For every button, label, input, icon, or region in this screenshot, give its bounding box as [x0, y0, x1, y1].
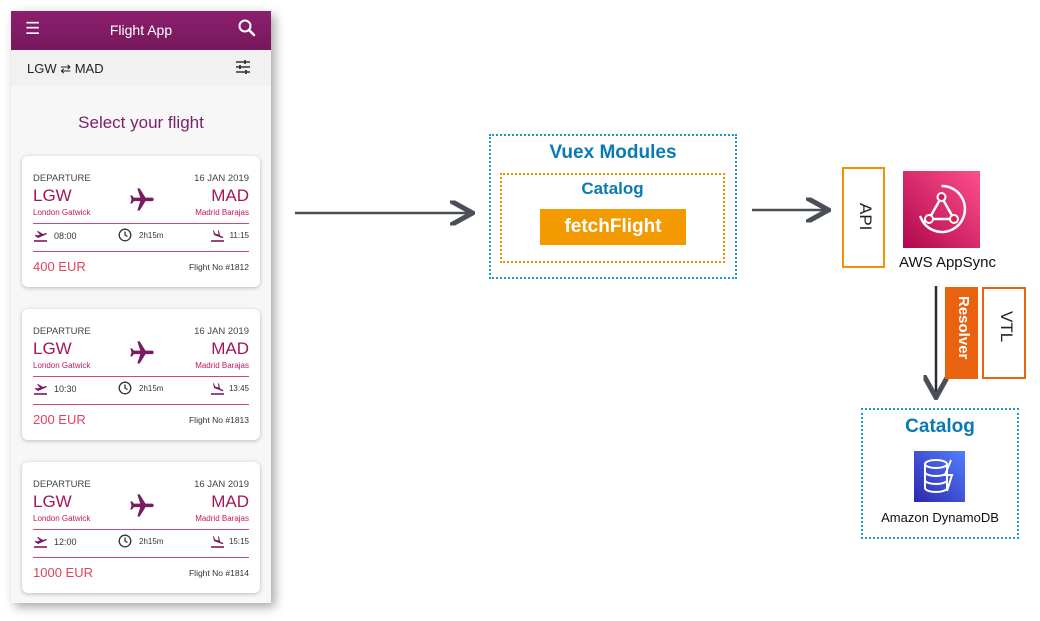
flight-price: 1000 EUR: [33, 565, 93, 580]
divider: [33, 251, 249, 252]
airplane-icon: [128, 186, 156, 214]
clock-icon: [118, 228, 132, 242]
flight-number: Flight No #1814: [188, 568, 249, 578]
divider: [33, 529, 249, 530]
resolver-label: Resolver: [955, 296, 972, 360]
vuex-modules-title: Vuex Modules: [549, 142, 677, 163]
flight-number: Flight No #1812: [188, 262, 249, 272]
flight-duration: 2h15m: [139, 537, 164, 546]
departure-time: 10:30: [54, 384, 77, 394]
departure-time: 12:00: [54, 537, 77, 547]
dynamodb-label: Amazon DynamoDB: [881, 510, 999, 525]
landing-icon: [210, 535, 225, 548]
origin-code: LGW: [33, 339, 72, 358]
origin-code: LGW: [33, 186, 72, 205]
catalog-datasource-box: Catalog: [861, 408, 1019, 539]
destination-code: MAD: [211, 339, 249, 358]
select-flight-heading: Select your flight: [78, 113, 204, 132]
filter-icon[interactable]: [235, 59, 251, 75]
phone-mockup: ☰ Flight App LGW ⇄ MAD Select your fligh…: [11, 11, 271, 603]
takeoff-icon: [33, 535, 48, 548]
appsync-icon: [903, 171, 980, 248]
destination-code: MAD: [211, 492, 249, 511]
origin-name: London Gatwick: [33, 514, 91, 523]
divider: [33, 376, 249, 377]
departure-time: 08:00: [54, 231, 77, 241]
airplane-icon: [128, 339, 156, 367]
vtl-box: [982, 287, 1026, 379]
flight-date: 16 JAN 2019: [194, 173, 249, 184]
fetch-flight-action: fetchFlight: [540, 209, 686, 245]
api-label: API: [856, 203, 875, 231]
destination-name: Madrid Barajas: [195, 361, 249, 370]
flight-duration: 2h15m: [139, 384, 164, 393]
divider: [33, 404, 249, 405]
catalog-datasource-title: Catalog: [905, 416, 975, 437]
catalog-module-box: Catalog: [500, 173, 725, 263]
departure-label: DEPARTURE: [33, 479, 91, 490]
catalog-module-title: Catalog: [581, 179, 644, 198]
flight-number: Flight No #1813: [188, 415, 249, 425]
destination-code: MAD: [211, 186, 249, 205]
takeoff-icon: [33, 229, 48, 242]
flight-date: 16 JAN 2019: [194, 326, 249, 337]
origin-code: LGW: [33, 492, 72, 511]
app-bar: ☰ Flight App: [11, 11, 271, 50]
resolver-box: [945, 287, 978, 379]
clock-icon: [118, 534, 132, 548]
departure-label: DEPARTURE: [33, 173, 91, 184]
departure-label: DEPARTURE: [33, 326, 91, 337]
menu-icon[interactable]: ☰: [25, 19, 41, 38]
vuex-modules-box: Vuex Modules: [489, 134, 737, 279]
destination-name: Madrid Barajas: [195, 514, 249, 523]
api-box: [842, 167, 885, 268]
divider: [33, 223, 249, 224]
landing-icon: [210, 229, 225, 242]
dynamodb-icon: [914, 451, 965, 502]
destination-name: Madrid Barajas: [195, 208, 249, 217]
route-bar: LGW ⇄ MAD: [11, 50, 271, 86]
origin-name: London Gatwick: [33, 208, 91, 217]
flight-duration: 2h15m: [139, 231, 164, 240]
takeoff-icon: [33, 382, 48, 395]
arrival-time: 11:15: [229, 231, 249, 240]
origin-name: London Gatwick: [33, 361, 91, 370]
landing-icon: [210, 382, 225, 395]
appsync-label: AWS AppSync: [899, 254, 996, 271]
vtl-label: VTL: [997, 311, 1016, 343]
route-label: LGW ⇄ MAD: [27, 61, 104, 76]
flight-price: 400 EUR: [33, 259, 86, 274]
clock-icon: [118, 381, 132, 395]
divider: [33, 557, 249, 558]
app-title: Flight App: [109, 22, 173, 38]
arrival-time: 13:45: [228, 384, 249, 393]
flight-price: 200 EUR: [33, 412, 86, 427]
arrival-time: 15:15: [228, 537, 249, 546]
search-icon[interactable]: [237, 17, 257, 39]
flight-date: 16 JAN 2019: [194, 479, 249, 490]
airplane-icon: [128, 492, 156, 520]
